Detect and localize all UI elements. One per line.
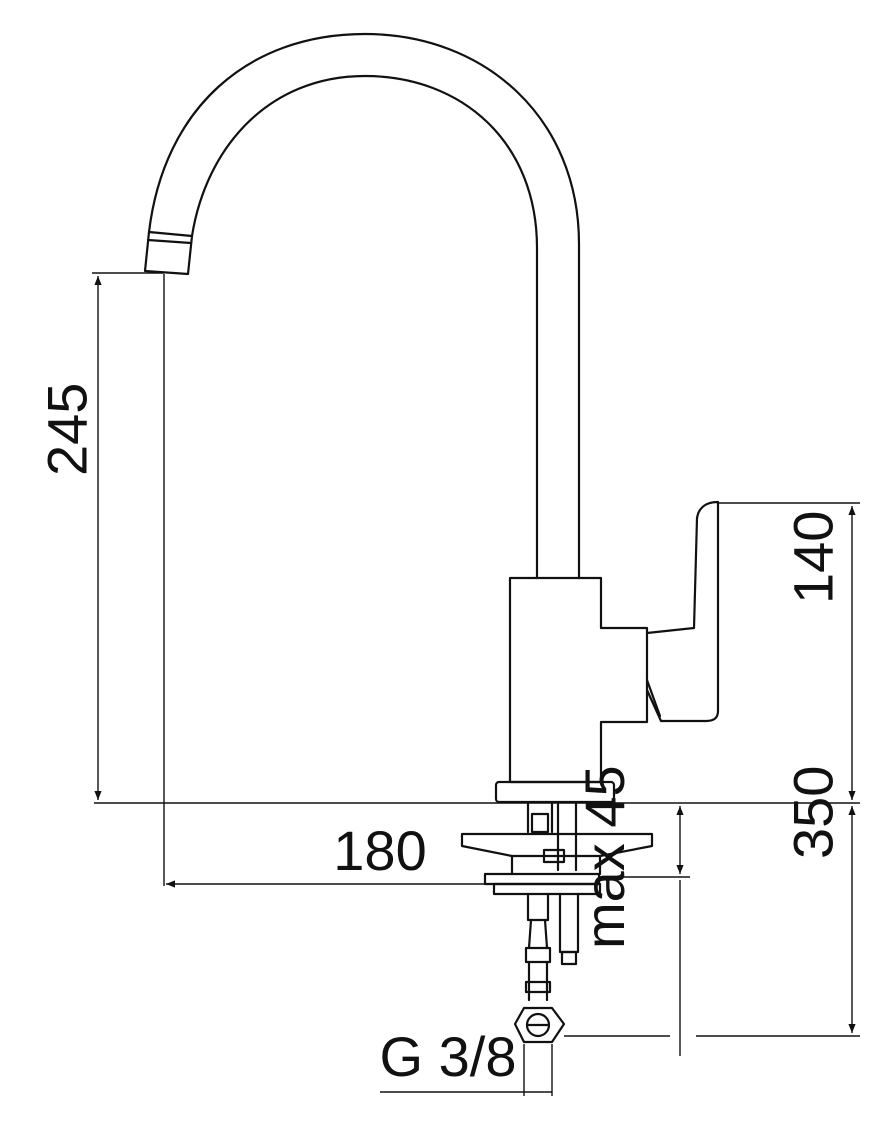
mounting-flange	[494, 780, 616, 804]
dim-label-245: 245	[35, 383, 98, 476]
dim-label-350: 350	[781, 766, 844, 859]
flexible-hose	[524, 918, 552, 1002]
dim-label-180: 180	[333, 819, 426, 882]
mixer-body	[508, 576, 649, 784]
spout-nozzle	[143, 230, 194, 276]
dim-label-max-45: max 45	[573, 765, 636, 949]
spout-gooseneck	[147, 32, 581, 580]
dim-label-140: 140	[781, 511, 844, 604]
dim-label-g-3-8: G 3/8	[380, 1025, 517, 1088]
dimension-lines	[92, 272, 860, 1096]
lever-handle	[645, 500, 720, 723]
hose-connector-nut	[513, 1006, 566, 1044]
